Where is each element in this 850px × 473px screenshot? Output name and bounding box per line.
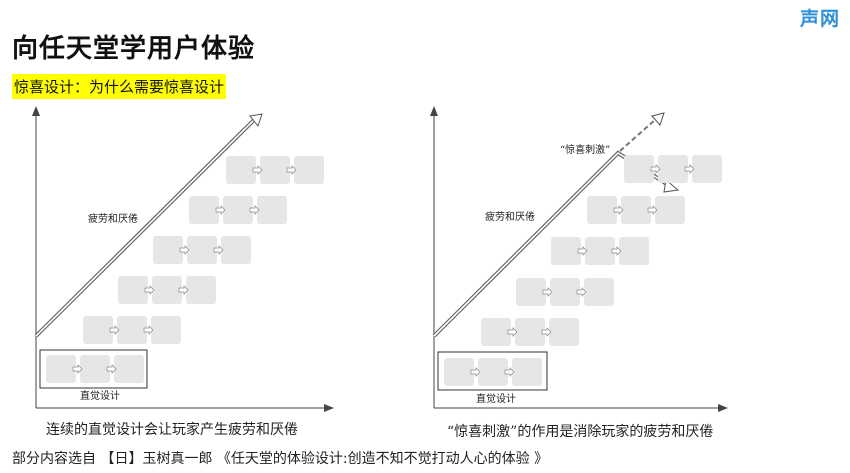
left-step-arrow-icon [109,325,120,335]
right-step-tile [655,196,685,224]
right-step-tile [587,196,617,224]
left-step-tile [114,355,144,383]
right-step-tile [515,318,545,346]
right-step-tile [692,155,722,183]
right-step-tile [624,155,654,183]
left-step-arrow-icon [179,245,190,255]
source-citation: 部分内容选自 【日】玉树真一郎 《任天堂的体验设计:创造不知不觉打动人心的体验 … [12,451,549,467]
right-dashed-arrowhead [651,112,665,126]
right-step-tile [619,237,649,265]
left-step-arrow-icon [215,205,226,215]
right-step-tile [444,358,474,386]
left-step-tile [151,316,181,344]
left-step-arrow-icon [249,205,260,215]
right-surprise-diagram: “惊喜刺激” 疲劳和厌倦 直觉设计 [430,106,728,412]
left-step-tile [46,355,76,383]
left-step-tile [294,156,324,184]
left-step-tile [83,316,113,344]
right-step-tile [621,196,651,224]
right-step-tile [584,278,614,306]
right-step-tile [550,278,580,306]
right-caption: “惊喜刺激”的作用是消除玩家的疲劳和厌倦 [447,424,714,440]
right-step-tile [478,358,508,386]
left-step-tile [187,236,217,264]
right-step-arrow-icon [577,246,588,256]
right-y-axis-arrow [430,106,438,116]
left-x-axis-arrow [324,404,334,412]
right-line-label: 疲劳和厌倦 [485,210,535,223]
page-subtitle: 惊喜设计：为什么需要惊喜设计 [12,74,227,99]
right-step-tile [512,358,542,386]
left-step-arrow-icon [72,364,83,374]
right-step-tile [551,237,581,265]
left-step-tile [226,156,256,184]
left-step-tile [189,196,219,224]
right-box-label: 直觉设计 [476,392,516,405]
right-step-tile [585,237,615,265]
right-step-arrow-icon [647,205,658,215]
left-fatigue-diagram: 疲劳和厌倦 直觉设计 [32,106,334,412]
left-step-tile [153,236,183,264]
right-dashed-continuation [619,118,657,152]
left-y-axis-arrow [32,106,40,116]
right-step-arrow-icon [613,205,624,215]
left-fatigue-line-inner [35,117,257,337]
left-step-arrow-icon [178,285,189,295]
left-line-label: 疲劳和厌倦 [88,212,138,225]
right-step-tile [549,318,579,346]
left-step-arrow-icon [143,325,154,335]
left-step-tile [117,316,147,344]
right-step-arrow-icon [470,367,481,377]
left-step-tile [260,156,290,184]
page-title: 向任天堂学用户体验 [12,34,256,64]
right-step-arrow-icon [650,164,661,174]
right-surprise-label: “惊喜刺激” [560,143,610,156]
right-step-arrow-icon [611,246,622,256]
left-step-tiles [46,156,324,383]
left-step-arrow-icon [286,165,297,175]
right-step-tile [516,278,546,306]
right-intuitive-box [437,351,548,391]
left-caption: 连续的直觉设计会让玩家产生疲劳和厌倦 [46,422,298,438]
right-step-arrow-icon [507,327,518,337]
right-step-arrow-icon [576,287,587,297]
left-step-tile [118,276,148,304]
right-step-tile [481,318,511,346]
left-step-arrow-icon [144,285,155,295]
left-box-label: 直觉设计 [80,389,120,402]
left-step-tile [186,276,216,304]
left-step-tile [221,236,251,264]
right-step-arrow-icon [504,367,515,377]
left-step-tile [257,196,287,224]
right-step-tile [658,155,688,183]
left-step-arrow-icon [106,364,117,374]
left-step-tile [80,355,110,383]
left-step-arrow-icon [252,165,263,175]
right-x-axis-arrow [718,404,728,412]
right-step-arrow-icon [684,164,695,174]
left-step-arrow-icon [213,245,224,255]
right-step-tiles [444,155,722,386]
left-intuitive-box [39,349,148,389]
brand-logo: 声网 [799,8,840,30]
left-step-tile [152,276,182,304]
right-step-arrow-icon [542,287,553,297]
left-step-tile [223,196,253,224]
left-fatigue-line-arrowhead [249,113,263,128]
right-step-arrow-icon [541,327,552,337]
